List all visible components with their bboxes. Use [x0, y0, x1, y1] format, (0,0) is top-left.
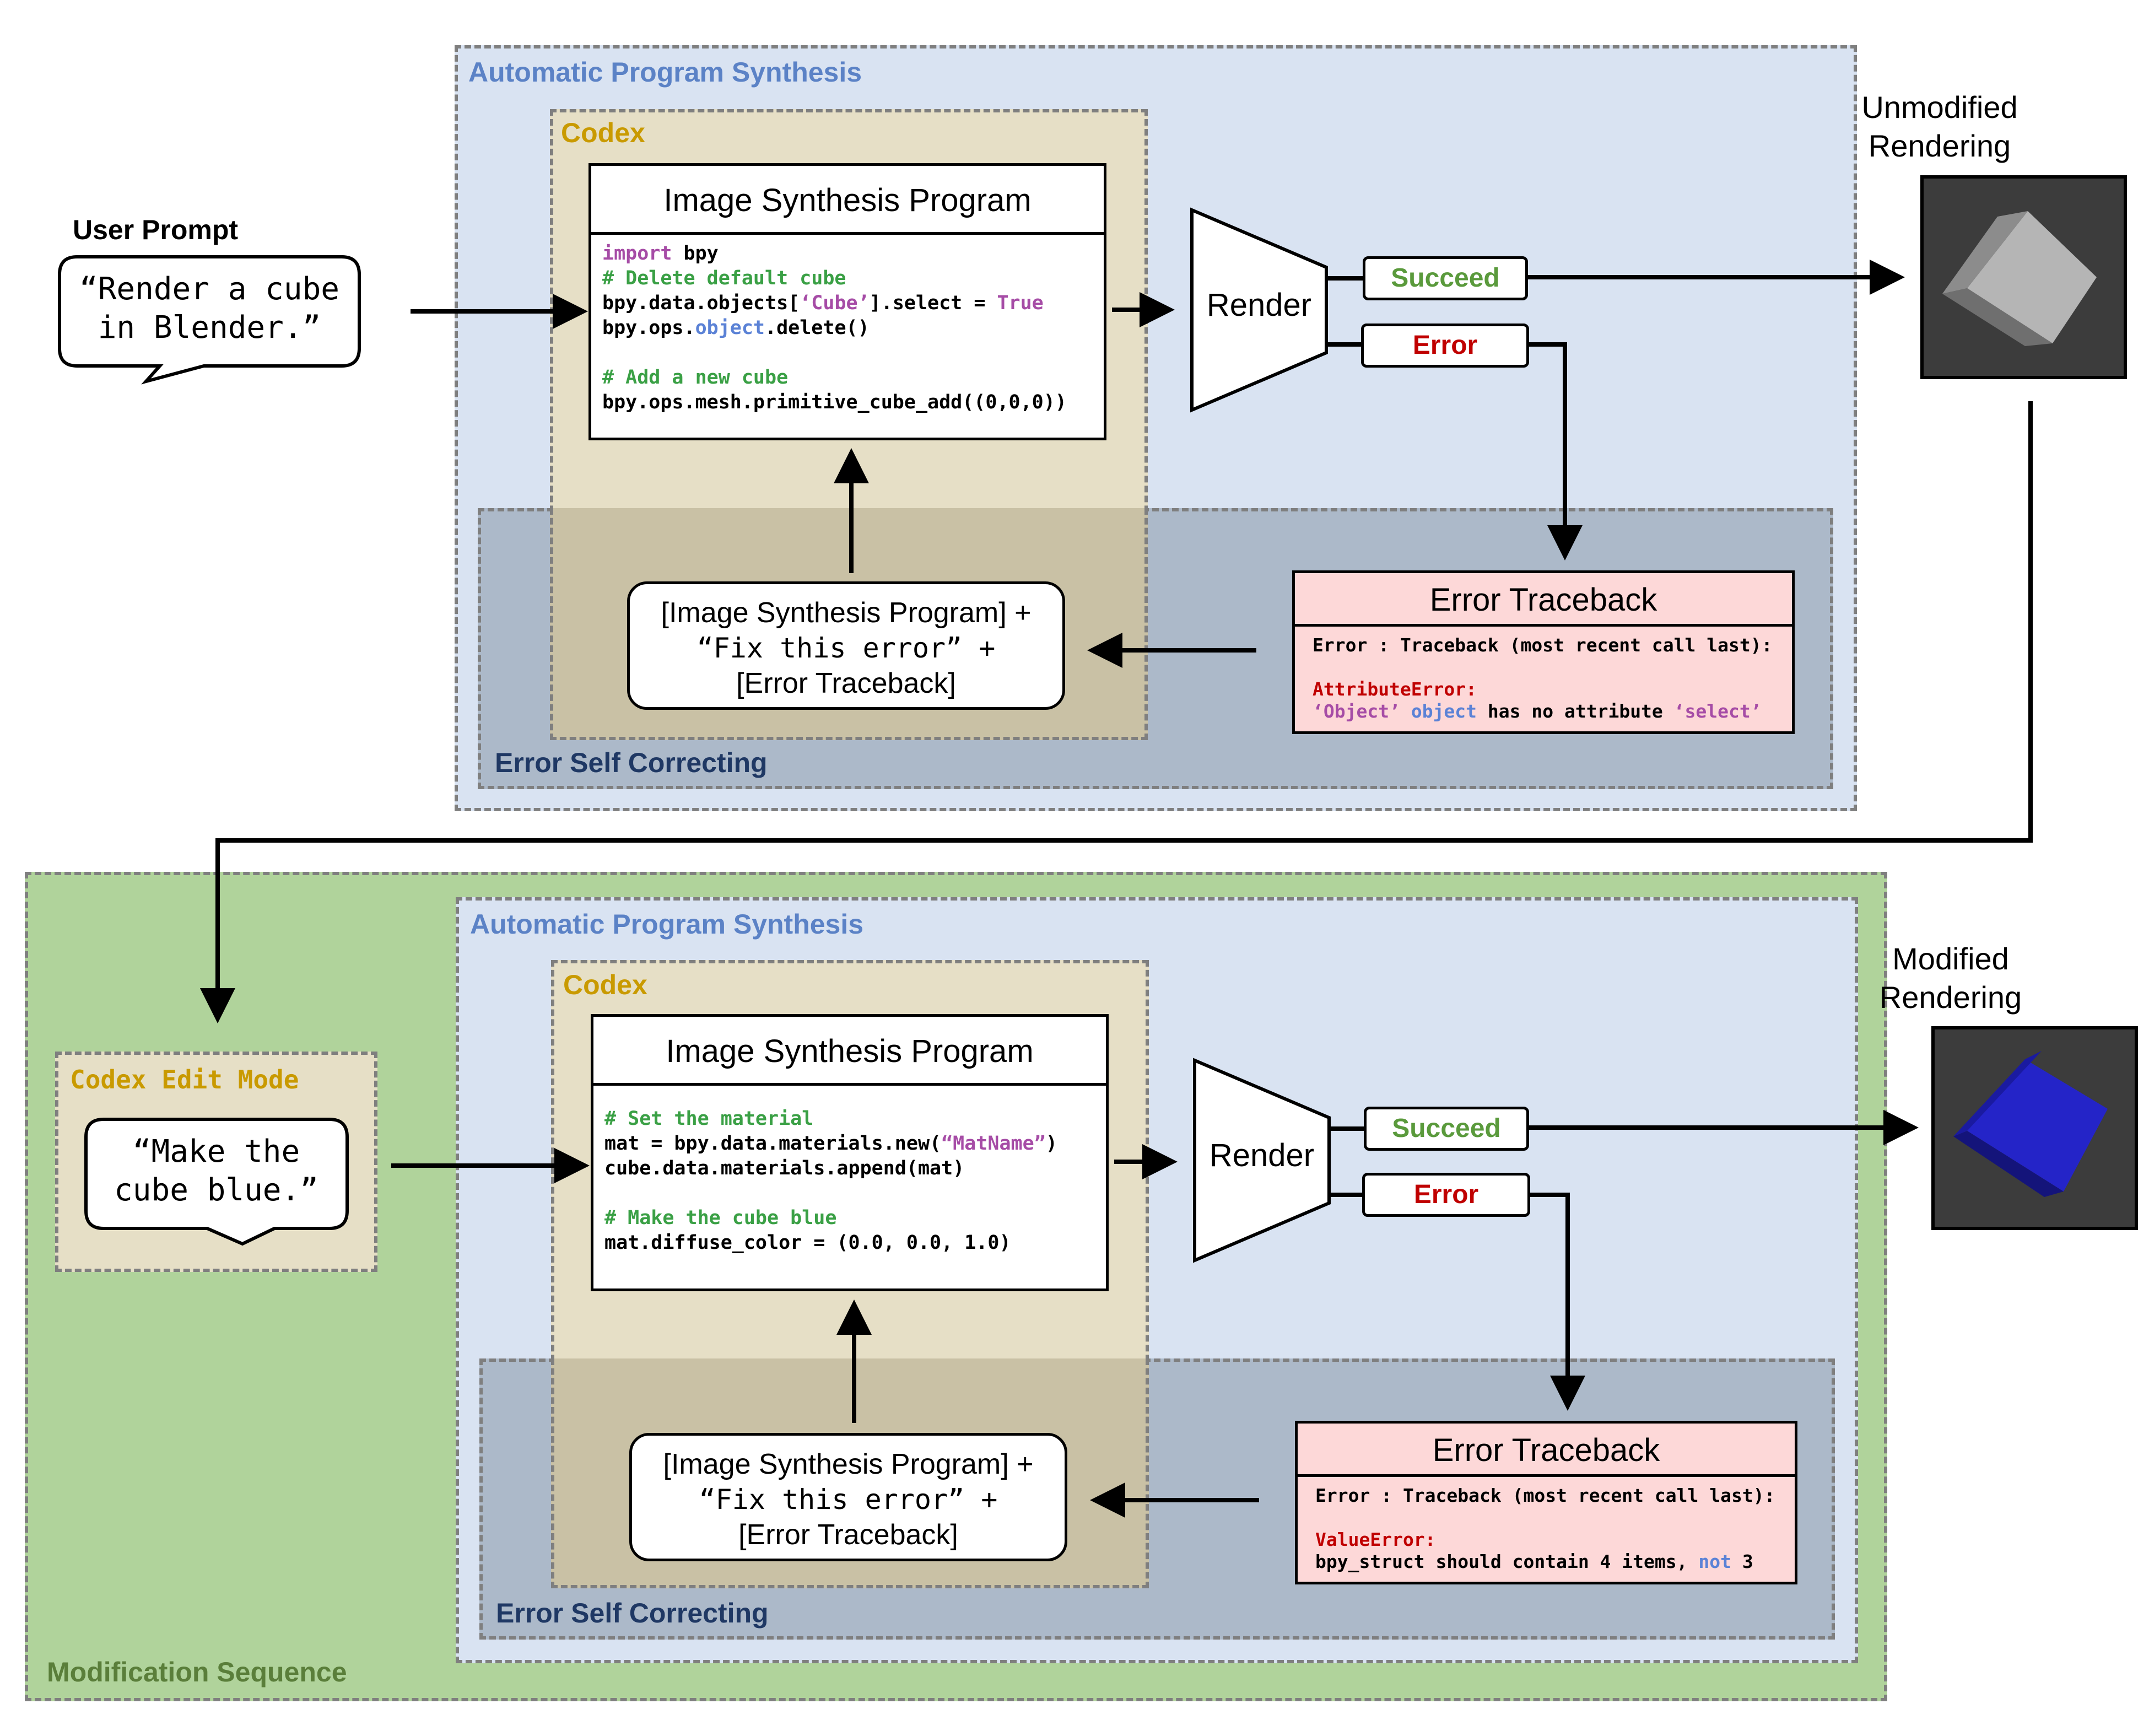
- user-prompt-label: User Prompt: [73, 214, 239, 245]
- bottom-aps-label: Automatic Program Synthesis: [470, 909, 864, 940]
- modified-rendering-title: Modified Rendering: [1879, 941, 2022, 1015]
- bottom-fix-line1: [Image Synthesis Program] +: [663, 1448, 1034, 1480]
- user-prompt-line2: in Blender.”: [98, 310, 321, 346]
- edit-prompt-bubble: [84, 1118, 349, 1246]
- top-fix-line1: [Image Synthesis Program] +: [661, 597, 1032, 629]
- unmodified-rendering-image: [1920, 175, 2127, 379]
- bottom-program-title: Image Synthesis Program: [593, 1017, 1106, 1086]
- bottom-traceback-box: Error Traceback Error : Traceback (most …: [1295, 1421, 1797, 1584]
- bottom-render-block: [1193, 1058, 1331, 1263]
- top-tb-error: AttributeError:: [1313, 678, 1477, 700]
- top-traceback-title: Error Traceback: [1295, 573, 1792, 627]
- codex-edit-mode-label: Codex Edit Mode: [70, 1065, 299, 1095]
- grey-cube-top: [1967, 211, 2097, 343]
- top-program-title: Image Synthesis Program: [591, 166, 1104, 235]
- blue-cube-top: [1953, 1051, 2042, 1136]
- arrow-error-to-traceback-bottom: [1530, 1193, 1585, 1411]
- bottom-tb-line3: bpy_struct should contain 4 items, not 3: [1315, 1551, 1753, 1572]
- top-fix-line2: “Fix this error” +: [696, 632, 996, 664]
- bottom-fix-line2: “Fix this error” +: [699, 1484, 998, 1516]
- top-program-code: import bpy # Delete default cube bpy.dat…: [602, 242, 1067, 413]
- top-render-block: [1190, 207, 1328, 413]
- modified-rendering-image: [1931, 1026, 2138, 1230]
- user-prompt-text: “Render a cube in Blender.”: [60, 270, 359, 347]
- edit-prompt-text: “Make the cube blue.”: [85, 1133, 347, 1210]
- unmodified-rendering-title: Unmodified Rendering: [1861, 90, 2018, 163]
- bottom-fix-line3: [Error Traceback]: [738, 1519, 958, 1551]
- bottom-esc-label: Error Self Correcting: [496, 1598, 769, 1629]
- bottom-codex-label: Codex: [563, 969, 647, 1000]
- bottom-succeed-pill: Succeed: [1364, 1107, 1529, 1151]
- grey-cube-left: [1942, 288, 2053, 346]
- bottom-program-box: Image Synthesis Program # Set the materi…: [591, 1014, 1109, 1291]
- top-codex-label: Codex: [561, 117, 645, 148]
- top-fix-line3: [Error Traceback]: [736, 667, 956, 699]
- bottom-render-label: Render: [1209, 1137, 1315, 1173]
- grey-cube-right: [1942, 211, 2028, 294]
- bottom-program-code: # Set the material mat = bpy.data.materi…: [604, 1108, 1057, 1254]
- bottom-tb-line1: Error : Traceback (most recent call last…: [1315, 1485, 1775, 1506]
- bottom-traceback-title: Error Traceback: [1298, 1424, 1795, 1477]
- bottom-error-pill: Error: [1362, 1173, 1530, 1217]
- top-traceback-box: Error Traceback Error : Traceback (most …: [1292, 570, 1795, 734]
- user-prompt-bubble: [58, 255, 361, 385]
- top-succeed-pill: Succeed: [1363, 256, 1528, 300]
- arrow-rendering-to-edit-mode: [200, 401, 2033, 1023]
- top-tb-line1: Error : Traceback (most recent call last…: [1313, 634, 1773, 656]
- top-error-pill: Error: [1361, 324, 1529, 368]
- top-esc-label: Error Self Correcting: [495, 747, 768, 778]
- bottom-tb-error: ValueError:: [1315, 1529, 1436, 1550]
- top-aps-label: Automatic Program Synthesis: [468, 57, 862, 88]
- edit-prompt-line2: cube blue.”: [114, 1172, 318, 1208]
- top-tb-line3: ‘Object’ object has no attribute ‘select…: [1313, 700, 1762, 722]
- arrow-error-to-traceback: [1529, 342, 1583, 560]
- top-fix-box: [Image Synthesis Program] + “Fix this er…: [627, 581, 1065, 710]
- bottom-fix-box: [Image Synthesis Program] + “Fix this er…: [629, 1433, 1067, 1561]
- blue-cube-left: [1953, 1131, 2064, 1197]
- top-render-label: Render: [1206, 287, 1312, 323]
- edit-prompt-line1: “Make the: [132, 1134, 300, 1169]
- user-prompt-line1: “Render a cube: [79, 271, 339, 307]
- top-program-box: Image Synthesis Program import bpy # Del…: [588, 163, 1106, 440]
- modification-sequence-label: Modification Sequence: [47, 1657, 347, 1688]
